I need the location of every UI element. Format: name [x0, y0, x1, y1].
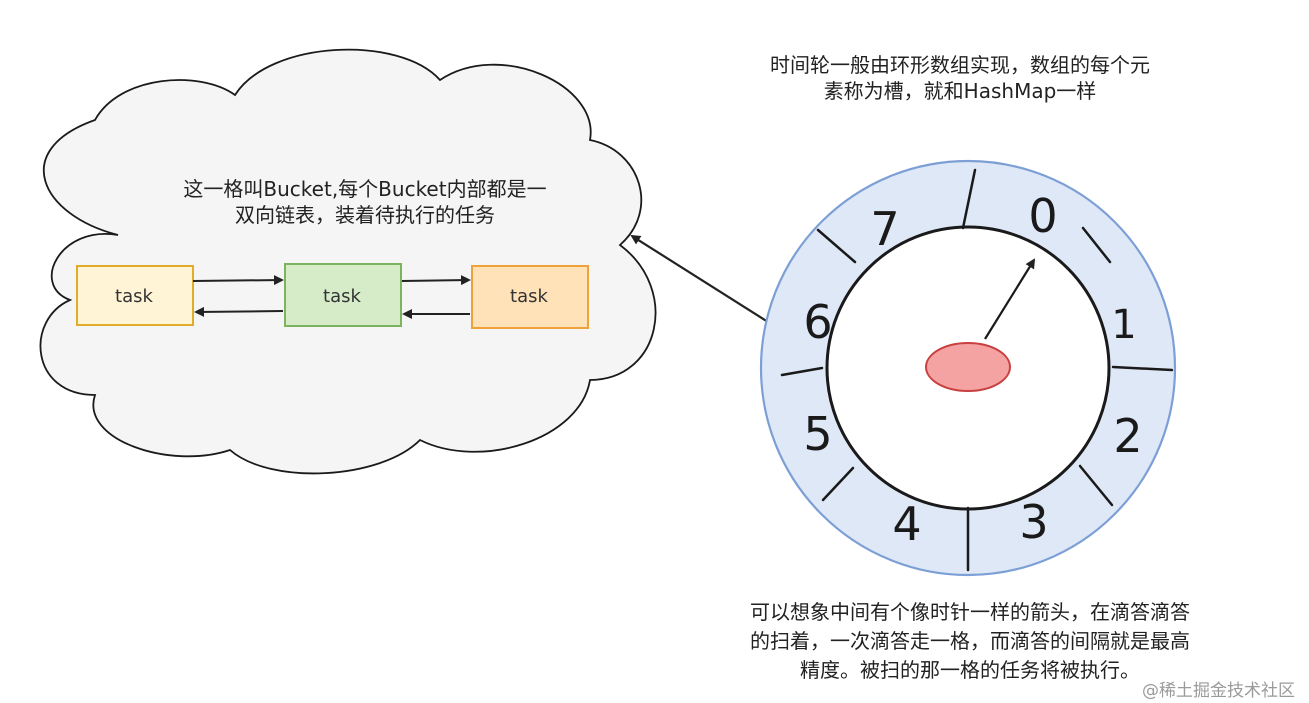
bottom-note-line-2: 的扫着，一次滴答走一格，而滴答的间隔就是最高 — [750, 629, 1190, 653]
arrow-task1-to-task2 — [192, 275, 284, 286]
cloud-caption: 这一格叫Bucket,每个Bucket内部都是一 双向链表，装着待执行的任务 — [130, 176, 600, 228]
slot-number-7: 7 — [870, 202, 899, 256]
arrow-task2-to-task1 — [194, 306, 284, 317]
cloud-shape — [39, 48, 657, 475]
slot-numbers: 0 1 2 3 4 5 6 7 — [803, 189, 1142, 551]
clock-hand — [984, 258, 1036, 340]
arrow-task2-to-task3 — [401, 275, 471, 286]
task-box-2 — [284, 263, 402, 327]
bottom-note-line-3: 精度。被扫的那一格的任务将被执行。 — [800, 658, 1140, 682]
cloud-caption-line-2: 双向链表，装着待执行的任务 — [235, 203, 495, 227]
arrow-slot-to-bucket — [630, 234, 769, 323]
top-note-line-1: 时间轮一般由环形数组实现，数组的每个元 — [770, 53, 1150, 77]
top-note-line-2: 素称为槽，就和HashMap一样 — [823, 79, 1097, 103]
bottom-note-line-1: 可以想象中间有个像时针一样的箭头，在滴答滴答 — [750, 600, 1190, 624]
slot-number-1: 1 — [1111, 302, 1136, 348]
task-box-3 — [471, 265, 589, 329]
slot-number-5: 5 — [803, 407, 832, 461]
task-label-3: task — [510, 286, 548, 307]
bottom-note: 可以想象中间有个像时针一样的箭头，在滴答滴答 的扫着，一次滴答走一格，而滴答的间… — [680, 598, 1260, 685]
task-label-1: task — [115, 286, 153, 307]
task-list: task task task — [76, 263, 589, 329]
cloud-caption-line-1: 这一格叫Bucket,每个Bucket内部都是一 — [183, 177, 547, 201]
slot-number-6: 6 — [803, 295, 832, 349]
timing-wheel: 0 1 2 3 4 5 6 7 — [759, 159, 1177, 577]
top-note: 时间轮一般由环形数组实现，数组的每个元 素称为槽，就和HashMap一样 — [700, 52, 1220, 104]
task-box-1 — [76, 265, 194, 326]
slot-number-4: 4 — [892, 497, 921, 551]
task-label-2: task — [323, 286, 361, 307]
slot-number-3: 3 — [1019, 495, 1048, 549]
watermark: @稀土掘金技术社区 — [1142, 681, 1295, 701]
slot-number-0: 0 — [1028, 189, 1057, 243]
slot-dividers — [780, 168, 1174, 572]
slot-number-2: 2 — [1113, 409, 1142, 463]
wheel-hub — [925, 342, 1011, 392]
